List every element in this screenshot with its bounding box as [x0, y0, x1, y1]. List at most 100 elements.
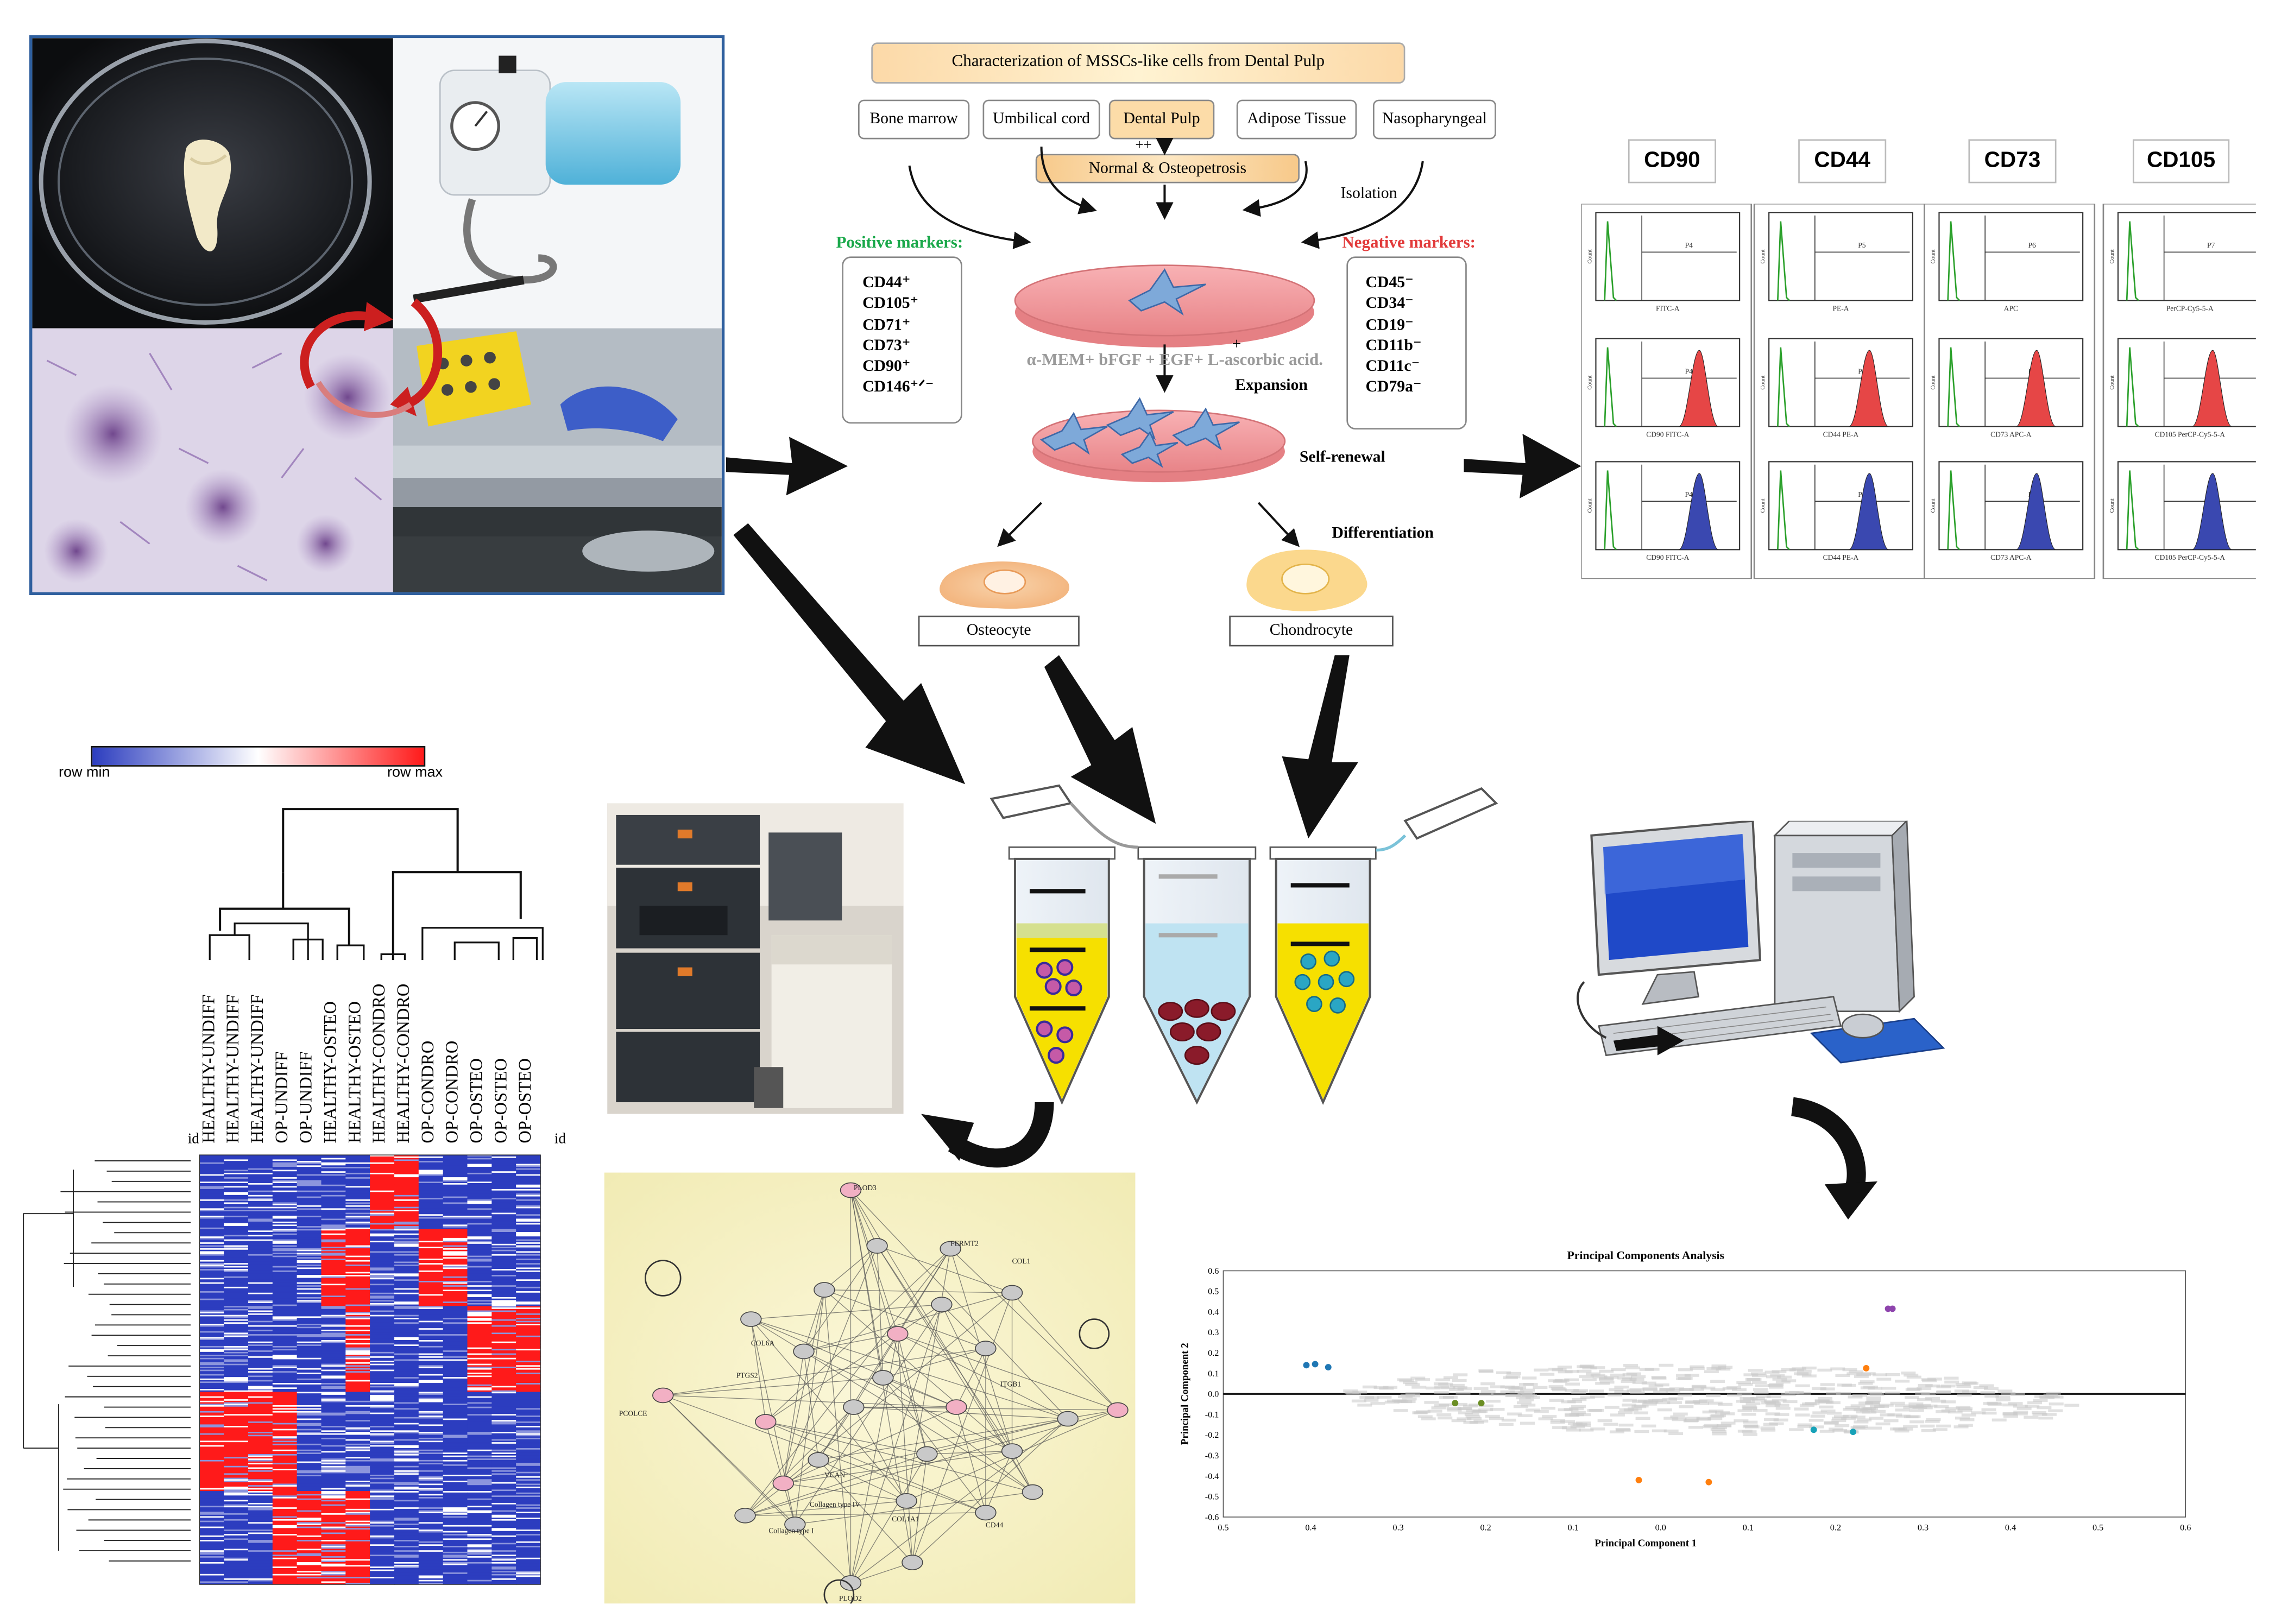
pca-sample-point [1303, 1362, 1310, 1369]
pca-y-tick: -0.6 [1205, 1512, 1219, 1522]
network-edge [751, 1304, 942, 1320]
source-umbilical-cord: Umbilical cord [982, 99, 1100, 140]
flow-plot-frame [2117, 461, 2256, 551]
network-edge [745, 1512, 986, 1516]
flow-gate-label: P4 [1685, 367, 1693, 375]
pca-x-tick: 0.6 [2180, 1522, 2191, 1532]
network-loop [823, 1579, 855, 1604]
network-node [740, 1311, 762, 1327]
network-edge [853, 1406, 1118, 1411]
flow-control-peak [1777, 221, 1790, 301]
expansion-label: Expansion [1235, 376, 1308, 395]
flow-plot-frame [1595, 461, 1741, 551]
pca-sample-point [1863, 1365, 1870, 1372]
pca-y-axis-label: Principal Component 2 [1180, 1343, 1191, 1445]
network-label: PLOD2 [839, 1594, 862, 1602]
network-edge [765, 1248, 951, 1423]
flow-x-axis-label: CD44 PE-A [1823, 553, 1859, 561]
network-label: Collagen type IV [810, 1500, 860, 1508]
network-label: ITGB1 [1000, 1380, 1021, 1388]
negative-marker: CD34⁻ [1365, 295, 1414, 313]
pca-y-tick: 0.4 [1208, 1307, 1219, 1317]
flow-positive-peak [2192, 350, 2232, 427]
flow-y-axis-label: Count [2109, 375, 2115, 389]
flow-y-axis-label: Count [1586, 375, 1593, 389]
network-label: CD44 [986, 1521, 1004, 1529]
network-edge [912, 1418, 1068, 1563]
positive-marker: CD90⁺ [862, 358, 911, 376]
legend-row-max: row max [387, 765, 443, 781]
positive-markers-box: CD44⁺ CD105⁺ CD71⁺ CD73⁺ CD90⁺ CD146⁺ᐟ⁻ [842, 256, 962, 424]
network-edge [850, 1190, 928, 1455]
pca-sample-point [1312, 1361, 1319, 1368]
flow-positive-peak [1678, 473, 1719, 550]
network-edge [783, 1290, 825, 1484]
flow-x-axis-label: PE-A [1833, 304, 1849, 312]
heatmap-frame [199, 1154, 541, 1585]
pca-sample-point [1452, 1400, 1459, 1407]
heatmap-column-label: OP-UNDIFF [272, 1051, 292, 1143]
network-edge [783, 1292, 1012, 1484]
network-node [975, 1505, 997, 1521]
negative-markers-box: CD45⁻ CD34⁻ CD19⁻ CD11b⁻ CD11c⁻ CD79a⁻ [1346, 256, 1467, 429]
heatmap-cells [199, 1155, 541, 1585]
arrow-to-tubes-right [1282, 655, 1358, 839]
flow-plot-frame [1938, 338, 2084, 427]
pca-x-tick: 0.1 [1743, 1522, 1754, 1532]
network-node [931, 1297, 953, 1312]
network-loop [1079, 1318, 1110, 1349]
source-adipose-tissue: Adipose Tissue [1236, 99, 1357, 140]
flow-x-axis-label: CD105 PerCP-Cy5-5-A [2155, 553, 2226, 561]
network-edge [897, 1333, 1118, 1411]
network-edge [663, 1377, 883, 1396]
pca-sample-point [1478, 1400, 1485, 1407]
flow-gate-label: P6 [2028, 241, 2037, 249]
diagram-graphics [908, 137, 1424, 611]
flow-plot-frame [2117, 212, 2256, 301]
negative-markers-title: Negative markers: [1342, 234, 1476, 252]
pca-y-tick: 0.5 [1208, 1287, 1219, 1297]
flow-y-axis-label: Count [1930, 375, 1936, 389]
flow-y-axis-label: Count [1930, 249, 1936, 263]
mass-spectrometer-photo [607, 803, 904, 1114]
network-label: PTGS2 [736, 1372, 758, 1380]
flow-positive-peak [2016, 350, 2056, 427]
tube-undifferentiated [1269, 846, 1377, 1105]
network-edge [824, 1290, 1012, 1452]
flow-plot-frame [1768, 212, 1913, 301]
flow-positive-peak [1678, 350, 1719, 427]
network-edge [818, 1459, 913, 1563]
network-edge [751, 1319, 766, 1422]
network-node [946, 1399, 967, 1415]
pca-y-tick: 0.2 [1208, 1348, 1219, 1358]
network-edge [824, 1246, 878, 1291]
network-edge [985, 1451, 1013, 1513]
pca-x-tick: 0.3 [1918, 1522, 1929, 1532]
network-node [872, 1370, 894, 1386]
tube-chondrocyte [1137, 846, 1257, 1105]
medium-label: α-MEM+ bFGF + EGF+ L-ascorbic acid. [1026, 351, 1324, 370]
network-edge [877, 1246, 1013, 1451]
network-node [840, 1575, 862, 1591]
network-edge [927, 1450, 1012, 1455]
condition-box: Normal & Osteopetrosis [1035, 154, 1300, 184]
network-node [1022, 1484, 1044, 1500]
self-renewal-label: Self-renewal [1299, 448, 1385, 466]
source-nasopharyngeal: Nasopharyngeal [1372, 99, 1496, 140]
network-edge [803, 1246, 878, 1352]
network-node [808, 1452, 829, 1468]
pca-sample-point [1810, 1426, 1817, 1433]
flow-plot-frame [1938, 212, 2084, 301]
pca-sample-point [1850, 1429, 1857, 1436]
network-node [843, 1399, 865, 1415]
network-edge [850, 1190, 878, 1246]
isolation-label: Isolation [1340, 185, 1397, 203]
negative-marker: CD79a⁻ [1365, 378, 1422, 397]
flow-y-axis-label: Count [1586, 498, 1593, 513]
flow-header-cd44: CD44 [1798, 139, 1887, 184]
